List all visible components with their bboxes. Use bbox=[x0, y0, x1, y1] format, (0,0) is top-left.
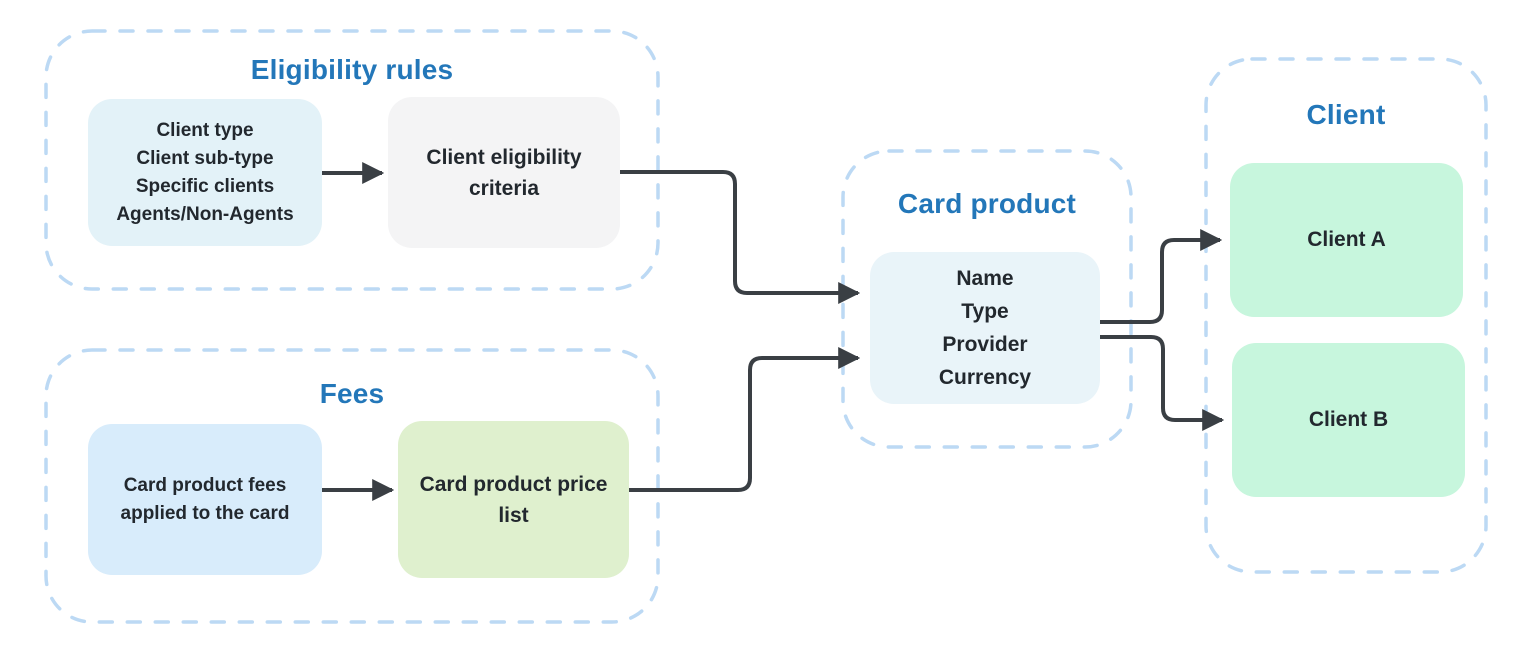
node-text-line: criteria bbox=[468, 176, 540, 200]
node-text-line: Client A bbox=[1307, 228, 1386, 251]
fees-group-border bbox=[44, 348, 660, 624]
node-card-product-fees: Card product fees applied to the card bbox=[88, 424, 322, 575]
eligibility-group-border bbox=[44, 29, 660, 291]
card-product-group-border bbox=[841, 149, 1133, 449]
group-title-card-product: Card product bbox=[897, 188, 1077, 219]
node-text-line: list bbox=[498, 503, 529, 527]
node-card-product-attributes: Name Type Provider Currency bbox=[870, 252, 1100, 404]
edge-price-list-to-card-product-arrow bbox=[629, 347, 861, 492]
edge-card-product-to-client-a-arrow bbox=[1100, 229, 1223, 324]
node-card-product-price-list: Card product price list bbox=[398, 421, 629, 578]
client-group-border bbox=[1204, 57, 1488, 574]
node-text-line: Specific clients bbox=[135, 175, 275, 197]
node-client-b: Client B bbox=[1232, 343, 1465, 497]
node-text-line: Client eligibility bbox=[426, 145, 582, 169]
node-text-line: Card product fees bbox=[123, 474, 287, 496]
node-client-a: Client A bbox=[1230, 163, 1463, 317]
node-text-line: applied to the card bbox=[120, 502, 290, 524]
node-text-line: Agents/Non-Agents bbox=[116, 203, 294, 225]
group-title-eligibility-rules: Eligibility rules bbox=[250, 54, 454, 85]
node-text-line: Provider bbox=[942, 333, 1028, 356]
node-text-line: Card product price bbox=[419, 472, 608, 496]
node-text-line: Currency bbox=[938, 366, 1032, 389]
node-text-line: Name bbox=[956, 267, 1014, 290]
group-title-client: Client bbox=[1306, 99, 1386, 130]
node-client-eligibility-criteria: Client eligibility criteria bbox=[388, 97, 620, 248]
node-text-line: Type bbox=[961, 300, 1009, 323]
node-text-line: Client type bbox=[156, 119, 254, 141]
edge-criteria-to-card-product-arrow bbox=[620, 170, 861, 304]
group-title-fees: Fees bbox=[319, 378, 385, 409]
node-eligibility-inputs: Client type Client sub-type Specific cli… bbox=[88, 99, 322, 246]
node-text-line: Client B bbox=[1308, 408, 1389, 431]
node-text-line: Client sub-type bbox=[136, 147, 274, 169]
edge-card-product-to-client-b-arrow bbox=[1100, 335, 1225, 431]
